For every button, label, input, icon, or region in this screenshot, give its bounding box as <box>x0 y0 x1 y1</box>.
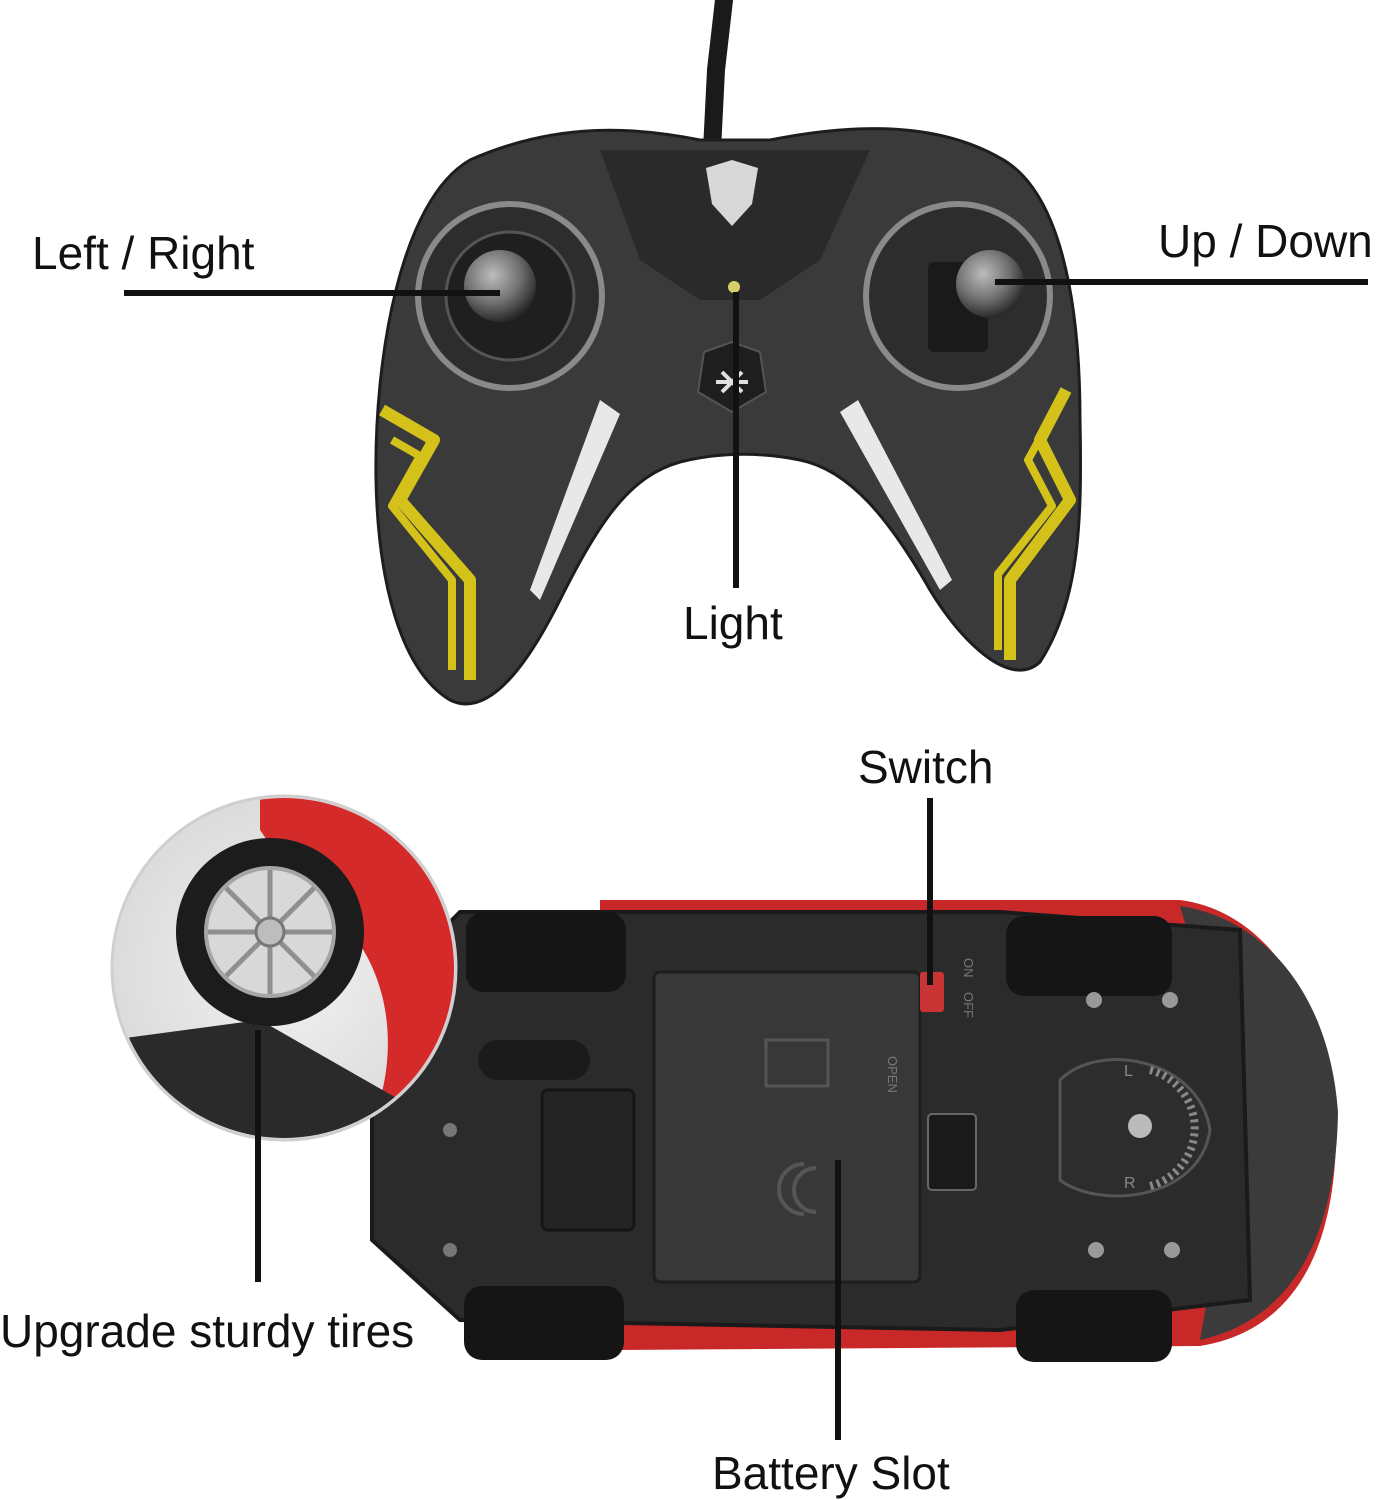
upgrade-tires-label: Upgrade sturdy tires <box>0 1305 415 1357</box>
side-block <box>540 1088 636 1232</box>
switch-off-marking: OFF <box>961 992 976 1018</box>
antenna-cable <box>703 0 733 159</box>
tire-closeup <box>110 794 458 1142</box>
right-joystick-knob <box>956 250 1024 318</box>
roller <box>478 1040 590 1080</box>
switch-label: Switch <box>858 741 994 793</box>
ce-mark-icon <box>777 1162 817 1216</box>
open-marking: OPEN <box>885 1056 900 1093</box>
charging-port <box>927 1113 977 1191</box>
right-white-accent <box>840 400 952 590</box>
rear-left-wheel <box>466 912 626 992</box>
steer-right-marking: R <box>1124 1175 1136 1192</box>
controller-center-panel <box>600 150 870 300</box>
light-label: Light <box>683 597 783 649</box>
left-yellow-trim <box>379 404 476 680</box>
left-yellow-trim-inner <box>388 436 456 670</box>
rear-right-wheel <box>464 1286 624 1360</box>
light-indicator <box>728 281 740 293</box>
left-right-label: Left / Right <box>32 227 255 279</box>
left-joystick-knob <box>464 250 536 322</box>
switch-on-marking: ON <box>961 958 976 978</box>
remote-controller <box>374 0 1082 706</box>
power-switch <box>920 972 944 1012</box>
front-right-wheel <box>1016 1290 1172 1362</box>
right-yellow-trim-inner <box>994 418 1056 650</box>
screw <box>1164 1242 1180 1258</box>
callout-lines <box>124 279 1368 1440</box>
rc-car-underside: ON OFF OPEN L R <box>370 900 1338 1362</box>
left-white-accent <box>530 400 620 600</box>
front-left-wheel <box>1006 916 1172 996</box>
screw <box>1162 992 1178 1008</box>
weee-mark <box>764 1038 830 1088</box>
screw <box>1088 1242 1104 1258</box>
screw <box>1086 992 1102 1008</box>
steering-dial-arc <box>1148 1066 1199 1190</box>
logo-icon <box>706 160 758 226</box>
battery-slot-label: Battery Slot <box>712 1447 950 1499</box>
steering-center <box>1128 1114 1152 1138</box>
steer-left-marking: L <box>1124 1063 1133 1080</box>
screw <box>443 1123 457 1137</box>
up-down-label: Up / Down <box>1158 215 1373 267</box>
screw <box>443 1243 457 1257</box>
center-button <box>696 340 768 414</box>
battery-cover <box>652 970 922 1284</box>
